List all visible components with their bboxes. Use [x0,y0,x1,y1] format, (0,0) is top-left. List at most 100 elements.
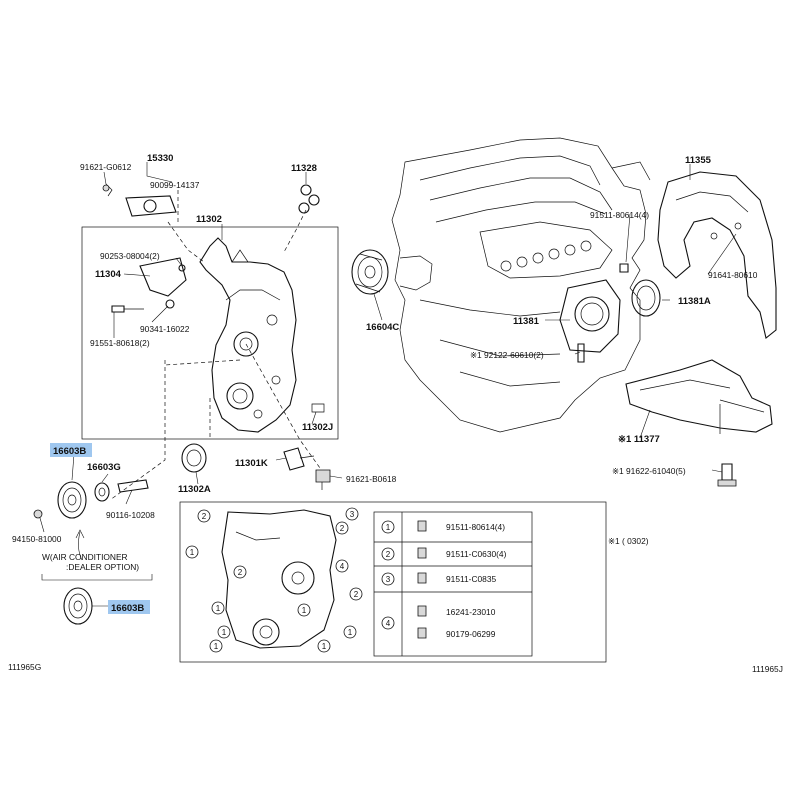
label-92122-60610[interactable]: ※1 92122-60610(2) [470,350,544,360]
code-left: 111965G [8,662,41,672]
label-94150-81000[interactable]: 94150-81000 [12,534,62,544]
crankshaft-pulley [351,249,389,295]
table-part-number[interactable]: 91511-C0630(4) [446,549,507,559]
bolt-position-number: 1 [322,642,327,651]
flywheel-housing-cover [625,359,773,434]
table-part-number[interactable]: 90179-06299 [446,629,496,639]
bolt-table [373,511,533,657]
rear-oil-seal [631,279,661,317]
bolt-position-callout [345,507,359,521]
table-row-number-circle [381,616,395,630]
bolt-position-callout [217,625,231,639]
code-right: 111965J [752,664,783,674]
label-16604c[interactable]: 16604C [366,322,399,333]
bolt-position-number: 1 [348,628,353,637]
label-11355[interactable]: 11355 [685,155,712,166]
table-row-number-circle [381,547,395,561]
bolt-position-callout [211,601,225,615]
label-91622-61040[interactable]: ※1 91622-61040(5) [612,466,686,476]
end-plate-11355 [657,171,777,339]
bolt-icon [417,547,427,559]
cover-bolts [111,264,325,413]
bolt-91622 [717,463,737,487]
label-11304[interactable]: 11304 [95,269,122,280]
bolt-icon [417,520,427,532]
table-row-number: 4 [386,619,391,628]
highlight-16603b-top [50,443,92,457]
label-91511-80614-4[interactable]: 91511-80614(4) [590,210,649,220]
note-star: ※1 ( 0302) [608,536,649,546]
label-11328[interactable]: 11328 [291,163,317,174]
idler-pulley-upper [57,481,87,519]
table-part-number[interactable]: 91511-80614(4) [446,522,505,532]
bolt-position-number: 3 [350,510,355,519]
ac-option-bracket [41,529,153,581]
stud-bolts [577,263,629,363]
bolt-position-number: 2 [354,590,359,599]
bolt-position-number: 2 [202,512,207,521]
label-ac-line2: :DEALER OPTION) [66,562,139,572]
table-row-number-circle [381,572,395,586]
sensor-11301k [283,447,315,471]
leader-lines [39,162,737,607]
cover-plan-view [221,509,337,649]
timing-cover-box [81,226,339,440]
bolt-position-callout [197,509,211,523]
label-11302a[interactable]: 11302A [178,484,211,495]
bolt-position-number: 1 [216,604,221,613]
label-11302[interactable]: 11302 [196,214,222,225]
label-90099-14137[interactable]: 90099-14137 [150,180,200,190]
label-11301k[interactable]: 11301K [235,458,268,469]
gasket-11328 [298,184,320,214]
oil-control-valve [102,171,177,217]
bolt-position-number: 1 [222,628,227,637]
bolt-position-callout [343,625,357,639]
bolt-position-number: 2 [238,568,243,577]
timing-chain-cover [199,237,297,433]
label-11377[interactable]: ※1 11377 [618,434,660,445]
label-11381a[interactable]: 11381A [678,296,711,307]
bolt-position-callout [335,559,349,573]
label-11381[interactable]: 11381 [513,316,540,327]
bolt-position-number: 1 [214,642,219,651]
label-90341-16022[interactable]: 90341-16022 [140,324,190,334]
bolt-icon [417,605,427,617]
label-90116-10208[interactable]: 90116-10208 [106,510,155,520]
bolt-position-number: 1 [302,606,307,615]
bolt-location-box [179,501,607,663]
idler-pulley-lower [63,587,93,625]
label-91621-g0612[interactable]: 91621-G0612 [80,162,132,172]
bolt-position-callout [209,639,223,653]
nut-94150 [33,509,43,519]
table-row-number: 1 [386,523,391,532]
label-90253-08004[interactable]: 90253-08004(2) [100,251,160,261]
bolt-position-callout [317,639,331,653]
label-16603b-bottom[interactable]: 16603B [111,603,144,614]
label-ac-line1: W(AIR CONDITIONER [42,552,128,562]
bolt-90116 [117,479,149,493]
bolt-icon [417,627,427,639]
assembly-lines [109,190,321,501]
label-91551-80618[interactable]: 91551-80618(2) [90,338,150,348]
label-16603g[interactable]: 16603G [87,462,121,473]
bolt-position-number: 2 [340,524,345,533]
bolt-position-callout [185,545,199,559]
bolt-91621-b0618 [315,469,331,490]
pulley-spacer-16603g [94,482,110,502]
bolt-position-number: 1 [190,548,195,557]
highlight-16603b-bottom [108,600,150,614]
rear-seal-retainer [559,279,621,353]
label-11302j[interactable]: 11302J [302,422,333,433]
table-part-number[interactable]: 16241-23010 [446,607,496,617]
label-91641-80610[interactable]: 91641-80610 [708,270,758,280]
bracket-11304 [139,257,187,297]
table-part-number[interactable]: 91511-C0835 [446,574,496,584]
label-16603b-top[interactable]: 16603B [53,446,86,457]
label-91621-b0618[interactable]: 91621-B0618 [346,474,397,484]
bolt-position-callout [233,565,247,579]
label-15330[interactable]: 15330 [147,153,173,164]
